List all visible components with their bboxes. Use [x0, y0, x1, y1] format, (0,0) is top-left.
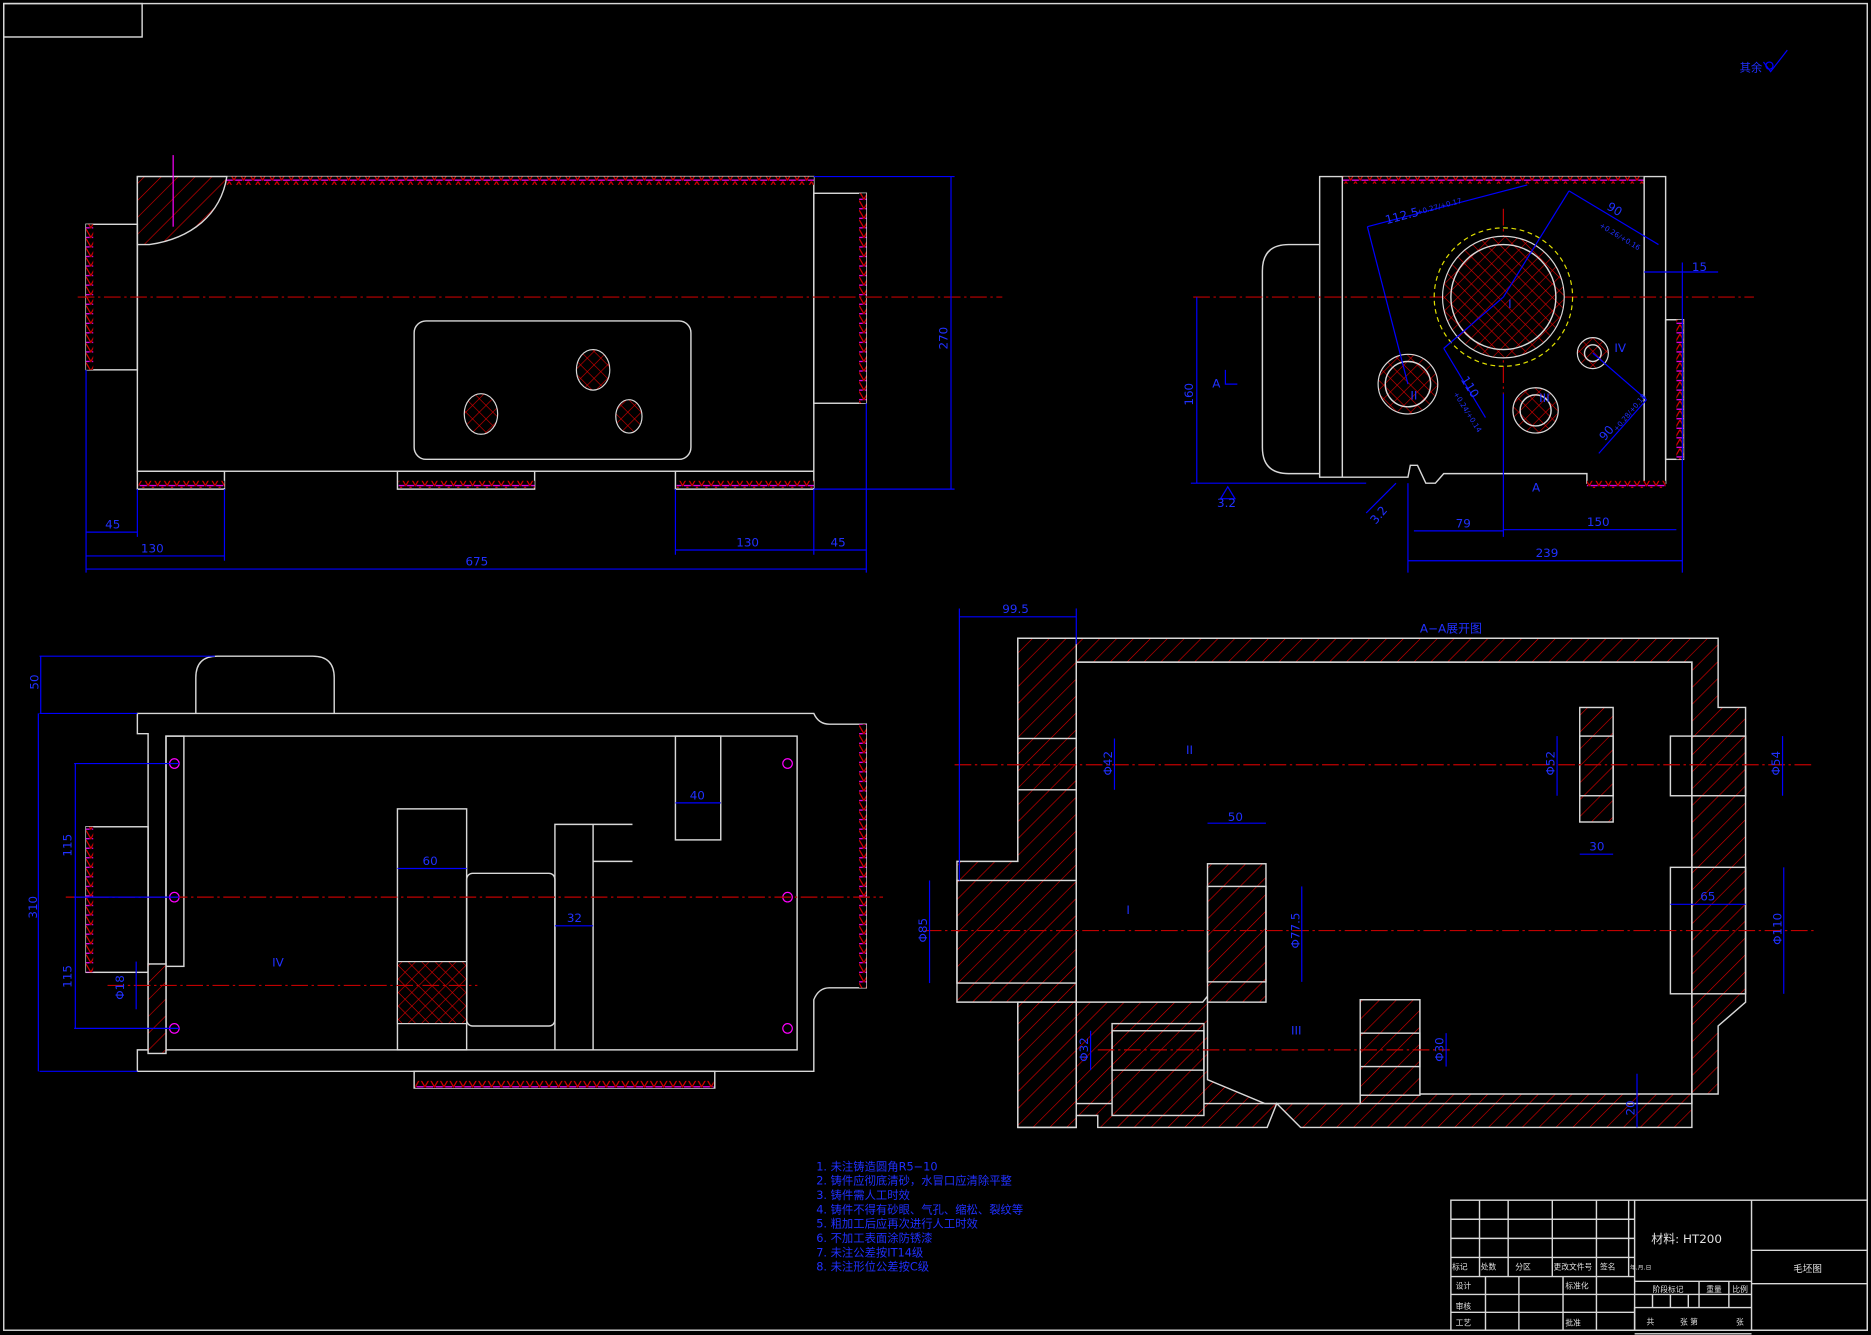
- dim-center-2-tolerance: +0.26/+0.16: [1598, 221, 1643, 253]
- label-section-II: II: [1186, 743, 1193, 757]
- note-item: 4. 铸件不得有砂眼、气孔、缩松、裂纹等: [816, 1202, 1023, 1216]
- section-mark-A-bottom: A: [1532, 481, 1541, 495]
- header-count: 处数: [1481, 1261, 1497, 1271]
- label-process: 工艺: [1456, 1318, 1472, 1327]
- dim-d54: Φ54: [1769, 751, 1783, 776]
- dim-d42: Φ42: [1101, 751, 1115, 776]
- roughness-value: 3.2: [1367, 503, 1390, 527]
- label-section-III: III: [1291, 1023, 1302, 1037]
- drawing-border: [3, 2, 1868, 1331]
- dim-slot: 60: [422, 854, 437, 868]
- surface-roughness-note: 其余: [1740, 49, 1788, 75]
- dim-d52: Φ52: [1544, 751, 1558, 776]
- title-block: 标记 处数 分区 更改文件号 签名 年.月.日 设计 标准化 审核 工艺 批准 …: [1450, 1199, 1868, 1335]
- technical-notes: 1. 未注铸造圆角R5−10 2. 铸件应彻底清砂，水冒口应清除平整 3. 铸件…: [816, 1159, 1023, 1273]
- roughness-note-text: 其余: [1740, 61, 1763, 75]
- label-stage-mark: 阶段标记: [1653, 1284, 1684, 1294]
- dim-lower: 115: [61, 965, 75, 988]
- dim-side-right: 150: [1587, 515, 1610, 529]
- section-view-A-A: A−A展开图 99.5 Φ42 Φ52 Φ54 50 30 65 Φ77.5 Φ…: [916, 602, 1814, 1129]
- roughness-value: 3.2: [1217, 496, 1236, 510]
- dim-bottom-overall: 310: [26, 896, 40, 919]
- dim-d85: Φ85: [916, 918, 930, 943]
- note-item: 5. 粗加工后应再次进行人工时效: [816, 1217, 978, 1231]
- dim-side-height: 160: [1182, 383, 1196, 406]
- dim-center-1-tolerance: +0.27/+0.17: [1416, 196, 1463, 217]
- header-change-doc: 更改文件号: [1553, 1261, 1592, 1271]
- dim-center-4-tolerance: +0.28/+0.18: [1611, 392, 1648, 434]
- label-axis-IV: IV: [1614, 341, 1627, 355]
- note-item: 6. 不加工表面涂防锈漆: [816, 1231, 932, 1245]
- dim-left-foot: 130: [141, 541, 164, 555]
- note-item: 2. 铸件应彻底清砂，水冒口应清除平整: [816, 1174, 1012, 1188]
- section-title: A−A展开图: [1420, 621, 1482, 635]
- label-review: 审核: [1456, 1301, 1472, 1311]
- label-sheet: 张: [1736, 1317, 1744, 1326]
- dim-boss: 50: [27, 674, 41, 689]
- dim-d77: Φ77.5: [1288, 913, 1302, 949]
- note-item: 8. 未注形位公差按C级: [816, 1260, 929, 1274]
- dim-side-overall: 239: [1536, 546, 1559, 560]
- label-axis-II: II: [1410, 389, 1417, 403]
- section-mark-A-left: A: [1212, 377, 1221, 391]
- dim-overall-length: 675: [465, 554, 488, 568]
- note-item: 7. 未注公差按IT14级: [816, 1245, 923, 1259]
- header-mark: 标记: [1452, 1261, 1468, 1271]
- drawing-name: 毛坯图: [1793, 1263, 1822, 1275]
- front-view: 270 45 130 675 130 45: [77, 155, 1003, 573]
- dim-w65: 65: [1700, 890, 1715, 904]
- label-view-IV: IV: [272, 955, 285, 969]
- dim-offset: 15: [1692, 260, 1707, 274]
- label-section-I: I: [1126, 903, 1130, 917]
- drawing-code-box: [3, 2, 143, 38]
- dim-w50: 50: [1228, 810, 1243, 824]
- dim-flange: 99.5: [1002, 602, 1029, 616]
- bottom-view: 50 310 115 115 Φ18 60 32 40 IV: [26, 655, 884, 1089]
- label-axis-I: I: [1508, 297, 1512, 311]
- note-item: 1. 未注铸造圆角R5−10: [816, 1159, 937, 1173]
- label-approve: 批准: [1565, 1317, 1581, 1327]
- dim-side-left: 79: [1456, 516, 1471, 530]
- label-axis-III: III: [1539, 391, 1550, 405]
- label-design: 设计: [1456, 1280, 1472, 1290]
- dim-pocket: 40: [690, 788, 705, 802]
- dim-left-flange: 45: [105, 518, 120, 532]
- dim-center-2: 90: [1604, 199, 1624, 219]
- dim-d30: Φ30: [1433, 1037, 1447, 1062]
- note-item: 3. 铸件需人工时效: [816, 1188, 910, 1202]
- label-sheets: 张 第: [1680, 1316, 1698, 1326]
- label-weight: 重量: [1706, 1285, 1722, 1294]
- label-total: 共: [1647, 1317, 1655, 1326]
- dim-d32: Φ32: [1077, 1037, 1091, 1062]
- dim-right-foot: 130: [736, 535, 759, 549]
- header-signature: 签名: [1600, 1261, 1616, 1271]
- dim-upper: 115: [61, 834, 75, 857]
- dim-rib: 32: [567, 911, 582, 925]
- dim-hole-dia: Φ18: [113, 975, 127, 1000]
- header-date: 年.月.日: [1630, 1263, 1652, 1271]
- side-view: I II III IV 112.5 +0.27/+0.17 90 +0.26/+…: [1182, 175, 1754, 573]
- roughness-symbol-icon: [1219, 485, 1237, 500]
- label-scale: 比例: [1732, 1284, 1748, 1294]
- dim-t20: 20: [1624, 1100, 1638, 1115]
- dim-d110: Φ110: [1770, 913, 1784, 945]
- label-standardization: 标准化: [1565, 1280, 1589, 1290]
- dim-height: 270: [936, 327, 950, 350]
- material-label: 材料: HT200: [1651, 1232, 1722, 1246]
- dim-w30: 30: [1589, 840, 1604, 854]
- header-zone: 分区: [1515, 1262, 1531, 1271]
- dim-right-flange: 45: [831, 535, 846, 549]
